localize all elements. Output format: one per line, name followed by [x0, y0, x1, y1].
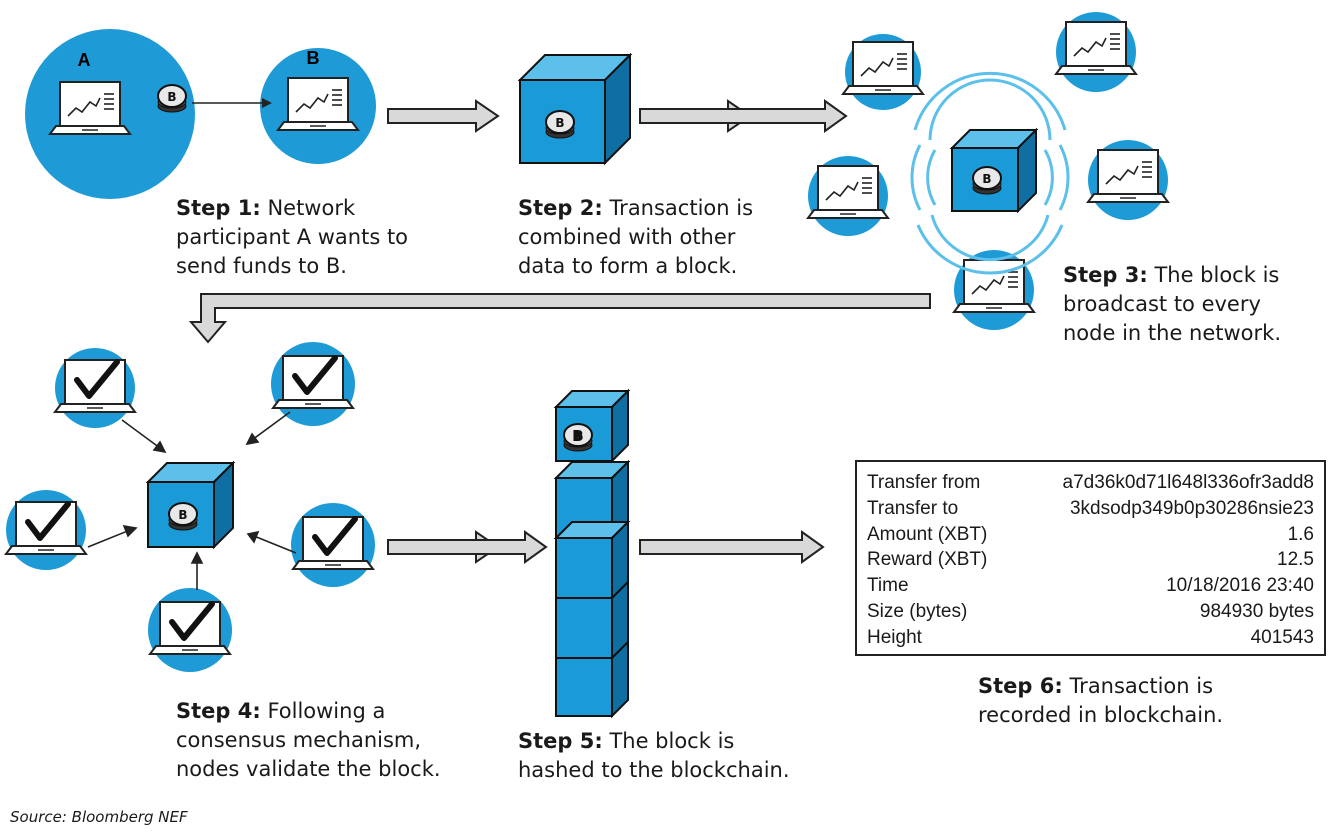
row-label: Reward (XBT): [867, 549, 988, 571]
row-value: 984930 bytes: [1199, 600, 1314, 622]
row-label: Transfer to: [867, 497, 959, 519]
row-label: Time: [867, 575, 909, 597]
block-cube-step3: [949, 127, 1039, 214]
broadcast-waves-icon: [910, 71, 1070, 275]
step3-caption: Step 3: The block is broadcast to every …: [1063, 261, 1281, 348]
laptop-check-icon: [293, 517, 373, 569]
step6-line: recorded in blockchain.: [978, 703, 1224, 727]
laptop-check-icon: [55, 360, 135, 412]
table-row: Transfer from a7d36k0d71l648l336ofr3add8: [867, 470, 1314, 496]
step4-caption: Step 4: Following a consensus mechanism,…: [176, 697, 441, 784]
laptop-check-icon: [6, 502, 86, 554]
laptop-chart-icon: [1087, 149, 1169, 203]
table-row: Reward (XBT) 12.5: [867, 547, 1314, 573]
arrow-step4-step5-ext: [387, 530, 548, 564]
laptop-chart-icon: [1055, 21, 1137, 75]
row-value: 1.6: [1287, 523, 1314, 545]
step1-title: Step 1:: [176, 196, 261, 220]
source-note: Source: Bloomberg NEF: [10, 808, 188, 826]
step3-line: node in the network.: [1063, 321, 1281, 345]
step2-line: data to form a block.: [518, 254, 738, 278]
table-row: Height 401543: [867, 625, 1314, 651]
validation-arrows: [87, 411, 297, 590]
step6-line: Transaction is: [1062, 674, 1214, 698]
step5-line: The block is: [602, 729, 735, 753]
step6-caption: Step 6: Transaction is recorded in block…: [978, 672, 1223, 730]
step1-caption: Step 1: Network participant A wants to s…: [176, 194, 408, 281]
table-row: Amount (XBT) 1.6: [867, 522, 1314, 548]
row-value: 12.5: [1277, 549, 1314, 571]
step3-line: The block is: [1147, 263, 1280, 287]
step1-line: send funds to B.: [176, 254, 347, 278]
row-label: Transfer from: [867, 472, 981, 493]
row-label: Size (bytes): [867, 600, 968, 622]
row-value: 401543: [1250, 626, 1314, 648]
row-label: Height: [867, 626, 922, 648]
step4-line: nodes validate the block.: [176, 757, 441, 781]
label-a: A: [78, 50, 91, 70]
label-b: B: [307, 48, 320, 68]
step5-line: hashed to the blockchain.: [518, 758, 790, 782]
step2-line: Transaction is: [602, 196, 754, 220]
blockchain-stack: [553, 388, 631, 719]
step5-caption: Step 5: The block is hashed to the block…: [518, 727, 790, 785]
laptop-chart-icon: [842, 41, 924, 95]
step3-line: broadcast to every: [1063, 292, 1261, 316]
step4-title: Step 4:: [176, 699, 261, 723]
arrow-step5-step6: [639, 530, 825, 564]
step5-title: Step 5:: [518, 729, 603, 753]
laptop-check-icon: [150, 602, 230, 654]
row-value: a7d36k0d71l648l336ofr3add8: [1062, 472, 1314, 493]
table-row: Transfer to 3kdsodp349b0p30286nsie23: [867, 496, 1314, 522]
block-cube-step2: [517, 52, 633, 166]
step2-title: Step 2:: [518, 196, 603, 220]
row-label: Amount (XBT): [867, 523, 988, 545]
arrow-step1-step2: [387, 100, 499, 132]
laptop-a-icon: [49, 81, 131, 135]
arrow-step2-step3-ext: [639, 99, 848, 133]
step4-line: consensus mechanism,: [176, 728, 422, 752]
row-value: 10/18/2016 23:40: [1166, 575, 1314, 597]
step2-caption: Step 2: Transaction is combined with oth…: [518, 194, 753, 281]
step6-title: Step 6:: [978, 674, 1063, 698]
step1-line: participant A wants to: [176, 225, 409, 249]
table-row: Time 10/18/2016 23:40: [867, 573, 1314, 599]
laptop-b-icon: [277, 77, 359, 131]
laptop-check-icon: [273, 356, 353, 408]
coin-icon: [157, 84, 187, 113]
step3-title: Step 3:: [1063, 263, 1148, 287]
transfer-arrowhead: [262, 98, 272, 108]
step4-line: Following a: [260, 699, 386, 723]
row-value: 3kdsodp349b0p30286nsie23: [1069, 497, 1314, 519]
step2-line: combined with other: [518, 225, 736, 249]
laptop-chart-icon: [807, 165, 889, 219]
step1-line: Network: [260, 196, 356, 220]
table-row: Size (bytes) 984930 bytes: [867, 599, 1314, 625]
block-cube-step4: [145, 460, 236, 550]
arrow-step3-step4: [188, 293, 931, 344]
